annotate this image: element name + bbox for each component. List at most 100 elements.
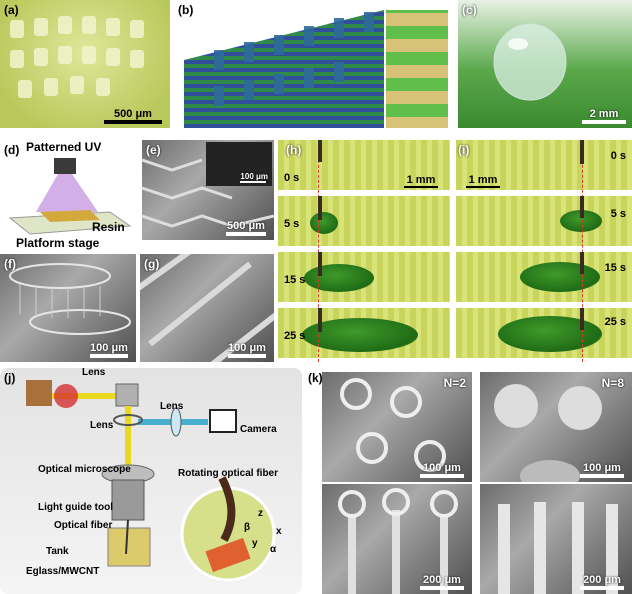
droplet-i-15s xyxy=(520,262,600,292)
panel-label-c: (c) xyxy=(462,3,477,17)
microfin-array-image xyxy=(9,263,131,335)
layered-structure-render xyxy=(184,10,448,128)
eglass-label: Eglass/MWCNT xyxy=(26,566,100,577)
tank-icon xyxy=(107,527,151,567)
frame-i-1 xyxy=(456,196,632,246)
scale-text-k3: 200 μm xyxy=(423,574,461,586)
axis-y-label: y xyxy=(252,538,258,549)
scale-bar-f: 100 μm xyxy=(90,342,128,358)
scale-bar-k2: 100 μm xyxy=(580,462,624,478)
inset-scale-text-e: 100 μm xyxy=(240,172,268,181)
scale-bar-k4: 200 μm xyxy=(580,574,624,590)
sem-k-n8-side: 200 μm xyxy=(480,484,632,594)
resin-label: Resin xyxy=(92,220,125,234)
scale-bar-g: 100 μm xyxy=(228,342,266,358)
light-source-icon xyxy=(26,380,52,406)
time-i-3: 25 s xyxy=(604,316,626,328)
scale-text-e: 500 μm xyxy=(227,220,265,232)
sem-k-n8-top: N=8 100 μm xyxy=(480,372,632,482)
panel-label-j: (j) xyxy=(4,371,16,385)
scale-text-c: 2 mm xyxy=(589,108,619,120)
droplet-on-surface-image xyxy=(493,23,567,101)
panel-e: 100 μm (e) 500 μm xyxy=(142,140,274,240)
panel-f: (f) 100 μm xyxy=(0,254,136,362)
scale-bar-i: 1 mm xyxy=(466,174,500,188)
panel-h: (h) 0 s 5 s 15 s 25 s 1 mm xyxy=(278,140,450,362)
camera-label: Camera xyxy=(240,424,277,435)
scale-text-g: 100 μm xyxy=(228,342,266,354)
frame-i-0 xyxy=(456,140,632,190)
n8-label: N=8 xyxy=(601,376,624,390)
panel-label-f: (f) xyxy=(4,257,16,271)
time-i-2: 15 s xyxy=(604,262,626,274)
scale-bar-a: 500 μm xyxy=(104,108,162,124)
scale-text-f: 100 μm xyxy=(90,342,128,354)
scale-bar-k1: 100 μm xyxy=(420,462,464,478)
time-i-1: 5 s xyxy=(610,208,626,220)
diagonal-ridge-image xyxy=(140,254,274,362)
panel-label-g: (g) xyxy=(144,257,160,271)
panel-g: (g) 100 μm xyxy=(140,254,274,362)
stage-label: Platform stage xyxy=(16,236,100,250)
droplet-h-5s xyxy=(310,212,338,234)
inset-scale-bar-e: 100 μm xyxy=(240,172,268,183)
scale-bar-k3: 200 μm xyxy=(420,574,464,590)
scale-text-k2: 100 μm xyxy=(583,462,621,474)
n2-label: N=2 xyxy=(443,376,466,390)
panel-label-k: (k) xyxy=(308,371,323,385)
frame-h-1 xyxy=(278,196,450,246)
rotating-fiber-label: Rotating optical fiber xyxy=(178,468,278,479)
panel-label-d: (d) xyxy=(4,143,20,157)
camera-icon xyxy=(209,409,237,433)
panel-i: (i) 0 s 5 s 15 s 25 s 1 mm xyxy=(456,140,632,362)
uv-projector-icon xyxy=(54,158,76,174)
scale-text-i: 1 mm xyxy=(468,174,498,186)
reference-line-i xyxy=(582,140,583,362)
uv-label: Patterned UV xyxy=(26,140,102,154)
scale-text-k4: 200 μm xyxy=(583,574,621,586)
scale-bar-c: 2 mm xyxy=(582,108,626,124)
lens-icon xyxy=(54,384,78,408)
panel-b: (b) xyxy=(174,0,454,128)
reference-line-h xyxy=(318,140,319,362)
scale-text-h: 1 mm xyxy=(406,174,436,186)
scale-text-a: 500 μm xyxy=(114,108,152,120)
chevron-structure-image xyxy=(142,158,274,228)
printing-setup-diagram xyxy=(8,158,132,235)
droplet-h-15s xyxy=(304,264,374,292)
panel-d: (d) Patterned UV Resin Platform stage xyxy=(0,140,140,252)
tank-label: Tank xyxy=(46,546,69,557)
panel-label-h: (h) xyxy=(286,143,302,157)
scale-bar-h: 1 mm xyxy=(404,174,438,188)
inset-image-e: 100 μm xyxy=(206,142,272,186)
time-i-0: 0 s xyxy=(610,150,626,162)
panel-c: (c) 2 mm xyxy=(458,0,632,128)
camera-lens-icon xyxy=(170,407,182,437)
lens-label-2: Lens xyxy=(160,401,184,412)
panel-j: (j) Lens Lens Lens Camera Optical micros… xyxy=(0,368,302,594)
lens-label-3: Lens xyxy=(90,420,114,431)
scale-text-k1: 100 μm xyxy=(423,462,461,474)
micro-pillar-array-image xyxy=(10,16,144,98)
optical-fiber-label: Optical fiber xyxy=(54,520,113,531)
panel-label-b: (b) xyxy=(178,3,194,17)
light-guide-label: Light guide tool xyxy=(38,502,113,513)
panel-a: (a) 500 μm xyxy=(0,0,170,128)
lens-label-1: Lens xyxy=(82,368,106,378)
axis-z-label: z xyxy=(258,508,263,519)
microscope-label: Optical microscope xyxy=(38,464,131,475)
time-h-3: 25 s xyxy=(284,330,306,342)
axis-x-label: x xyxy=(276,526,282,537)
time-h-2: 15 s xyxy=(284,274,306,286)
axis-beta-label: β xyxy=(244,522,251,533)
panel-label-i: (i) xyxy=(458,143,470,157)
sem-k-n2-top: N=2 100 μm xyxy=(322,372,472,482)
panel-label-a: (a) xyxy=(4,3,19,17)
time-h-1: 5 s xyxy=(284,218,300,230)
panel-label-e: (e) xyxy=(146,143,161,157)
optical-setup-diagram xyxy=(26,380,276,582)
panel-k: (k) N=2 100 μm N=8 100 μm 200 μm xyxy=(304,368,632,594)
droplet-i-5s xyxy=(560,210,602,232)
time-h-0: 0 s xyxy=(284,172,300,184)
beam-splitter-icon xyxy=(115,383,139,407)
